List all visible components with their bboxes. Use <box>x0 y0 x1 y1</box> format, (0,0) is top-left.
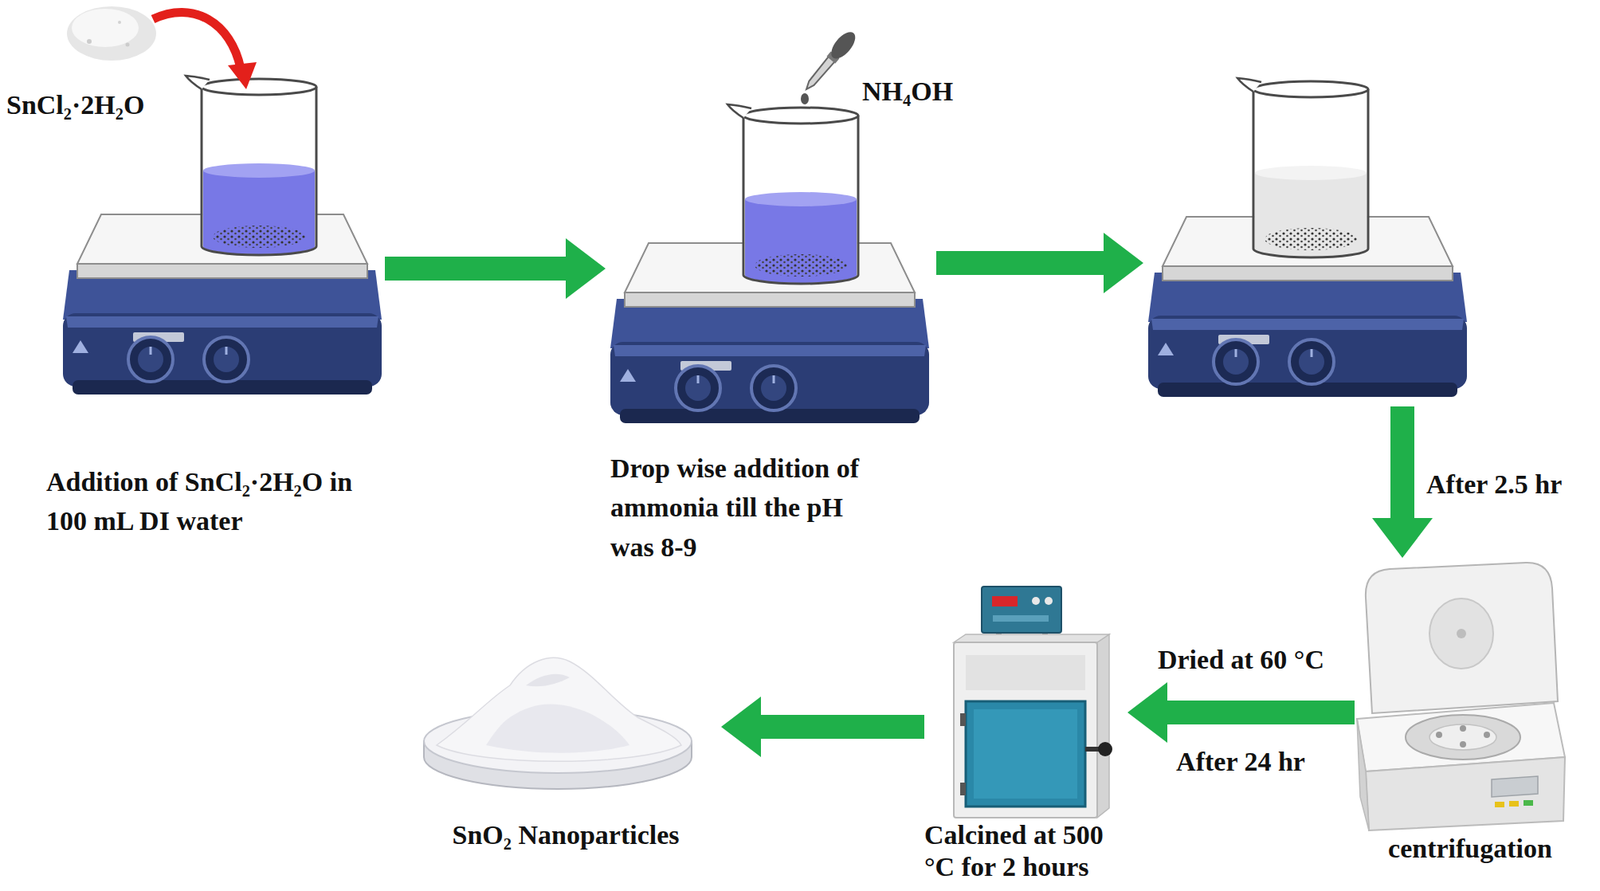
flow-arrow <box>721 696 925 757</box>
furnace-body <box>953 642 1098 818</box>
annotation-label: After 24 hr <box>1176 745 1306 779</box>
button <box>1494 801 1505 808</box>
powder-grain <box>117 20 122 24</box>
dropper <box>800 27 859 95</box>
beaker <box>201 86 317 255</box>
furnace-top <box>953 634 1110 643</box>
button <box>1509 800 1519 807</box>
flow-arrow <box>1372 406 1433 558</box>
powder-grain <box>86 39 92 44</box>
hotplate-stirrer <box>610 104 930 424</box>
step-node: Drop wise addition of ammonia till the p… <box>605 111 937 570</box>
step-node: Addition of SnCl₂·2H₂O in 100 mL DI wate… <box>46 79 385 545</box>
drop <box>800 93 809 105</box>
furnace-door <box>965 701 1086 807</box>
annotation-label: NH₄OH <box>862 75 953 109</box>
flow-arrow <box>384 238 606 299</box>
furnace-vent <box>965 654 1086 691</box>
step-node <box>1143 75 1479 407</box>
powder-grain <box>125 43 130 48</box>
centrifuge-lid <box>1365 562 1558 714</box>
step-caption: SnO₂ Nanoparticles <box>410 819 722 852</box>
beaker <box>1253 89 1369 258</box>
step-caption: Drop wise addition of ammonia till the p… <box>610 448 880 567</box>
rotor <box>1429 724 1497 750</box>
beaker <box>185 75 317 255</box>
annotation-label: SnCl₂·2H₂O <box>6 89 145 122</box>
lid-dot <box>1456 628 1467 639</box>
hinge <box>960 782 966 796</box>
controller-panel <box>992 615 1049 622</box>
rotor-hole <box>1483 731 1491 738</box>
door-handle-knob <box>1098 741 1113 757</box>
button <box>1523 800 1534 806</box>
centrifuge <box>1356 562 1565 831</box>
powder-pile <box>66 6 157 61</box>
powder-shade <box>525 674 570 687</box>
step-node: Calcined at 500 °C for 2 hours <box>924 577 1128 887</box>
powder-pile <box>71 8 139 48</box>
blue-solution <box>203 163 315 255</box>
controller <box>981 586 1062 633</box>
step-node: centrifugation <box>1354 557 1586 869</box>
step-caption: Calcined at 500 °C for 2 hours <box>924 819 1128 883</box>
beaker <box>727 104 859 284</box>
dropper-bulb <box>827 27 860 63</box>
muffle-furnace <box>953 586 1113 818</box>
step-node: SnO₂ Nanoparticles <box>410 637 722 855</box>
centrifuge-display <box>1491 776 1538 797</box>
step-caption: Addition of SnCl₂·2H₂O in 100 mL DI wate… <box>46 462 385 542</box>
centrifuge-front <box>1365 756 1565 831</box>
rotor-hole <box>1459 725 1467 732</box>
controller-display <box>992 596 1018 607</box>
controller-knob <box>1031 596 1040 605</box>
hotplate-stirrer <box>1148 78 1467 397</box>
hotplate-stirrer <box>62 75 382 395</box>
furnace-side <box>1097 634 1110 818</box>
controller-knob <box>1044 596 1053 605</box>
petri-dish <box>423 657 692 789</box>
centrifuge-side <box>1356 718 1369 831</box>
dropper-tube <box>803 55 836 92</box>
arrow-label: Dried at 60 °C <box>1157 643 1325 677</box>
lid-window <box>1429 598 1494 669</box>
red-arrow <box>152 11 257 90</box>
beaker <box>1237 78 1369 258</box>
beaker <box>743 115 859 284</box>
flow-arrow <box>936 232 1144 294</box>
red-arrow-head <box>227 62 257 90</box>
powder-pile <box>66 6 157 61</box>
step-caption: centrifugation <box>1354 832 1586 866</box>
nanoparticle-powder <box>436 657 682 761</box>
rotor-hole <box>1459 741 1467 748</box>
flow-arrow <box>1127 682 1355 743</box>
arrow-label: After 2.5 hr <box>1426 468 1562 502</box>
powder-shade <box>486 704 630 753</box>
hinge <box>960 713 966 726</box>
rotor-hole <box>1435 731 1443 738</box>
furnace-door-panel <box>973 709 1078 799</box>
rotor-well <box>1405 714 1521 760</box>
white-suspension <box>1254 165 1367 257</box>
red-arrow <box>152 11 241 69</box>
blue-solution <box>745 192 857 283</box>
